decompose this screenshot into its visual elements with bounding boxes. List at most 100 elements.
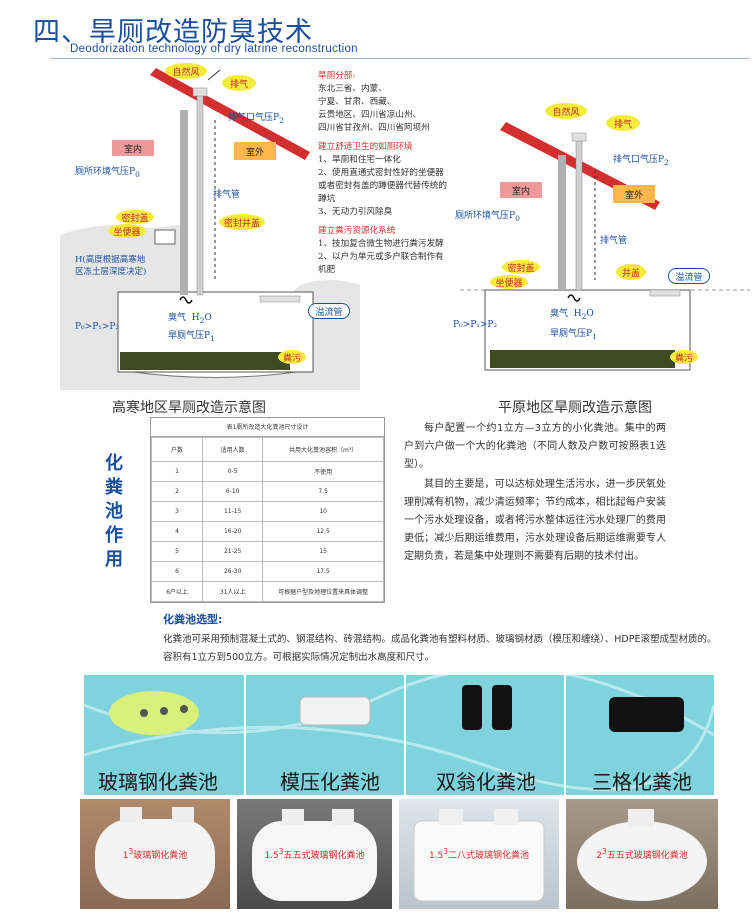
cold-region-diagram-art: [60, 68, 360, 390]
table-cell: 11-15: [202, 501, 264, 522]
distribution-title: 旱厕分部:: [318, 71, 356, 81]
table-cell: 不使用: [262, 461, 384, 482]
odor-label: 臭气 H2O: [550, 306, 594, 321]
table-cell: 2: [150, 481, 204, 502]
table-cell: 16-20: [202, 521, 264, 542]
pressure-relation-label: P₀>P₁>P₂: [75, 322, 120, 332]
table-cell: 15: [262, 541, 384, 562]
toilet-pressure-label: 厕所环境气压P0: [75, 164, 140, 179]
toilet-pressure-sub: 0: [135, 169, 140, 179]
cold-region-diagram: 自然风 排气 排气口气压P2 室内 室外 厕所环境气压P0 排气管 密封盖 坐便…: [60, 60, 360, 390]
env-line: 2、使用直通式密封性好的坐便器: [318, 168, 444, 178]
table-cell: 17.5: [262, 561, 384, 582]
outdoor-box: 室外: [613, 185, 655, 203]
exhaust-pipe-label: 排气管: [213, 190, 241, 200]
page-subtitle: Deodorization technology of dry latrine …: [70, 43, 358, 55]
table-cell: 6-10: [202, 481, 264, 502]
vertical-title-char: 作: [105, 525, 123, 546]
toilet-seat-label: 坐便器: [108, 224, 146, 238]
table-cell: 7.5: [262, 481, 384, 502]
pressure-relation-label: P₀>P₁>P₂: [453, 320, 498, 330]
natural-wind-label: 自然风: [165, 63, 207, 79]
photo-tank-3-art: [413, 809, 545, 902]
photo-label: 13玻璃钢化粪池: [80, 847, 230, 861]
h2o-tail: O: [204, 313, 212, 323]
h2o-sub: 2: [199, 315, 205, 325]
photo-tank-2-art: [252, 809, 377, 901]
intro-paragraph: 每户配置一个约1立方—3立方的小化粪池。集中的两户到六户做一个大的化粪池（不同人…: [404, 423, 666, 470]
selection-body: 化粪池可采用预制混凝土式的、钢混结构、砖混结构。成品化粪池有塑料材质、玻璃钢材质…: [163, 634, 717, 663]
overflow-pipe-label: 溢流管: [668, 268, 710, 284]
plain-region-diagram: 自然风 排气 排气口气压P2 室内 室外 厕所环境气压P0 排气管 密封盖 坐便…: [450, 100, 750, 390]
latrine-pressure-label: 旱厕气压P1: [550, 326, 597, 341]
indoor-box: 室内: [500, 182, 542, 198]
table-cell: 26-30: [202, 561, 264, 582]
photo-num: 1: [122, 851, 129, 861]
photo-tank-3: 1.53二八式玻璃钢化粪池: [399, 799, 559, 909]
table-header: 适用人数: [202, 437, 264, 462]
photo-text: 玻璃钢化粪池: [133, 851, 188, 861]
table-cell: 6: [150, 561, 204, 582]
latrine-pressure-label: 旱厕气压P1: [168, 328, 215, 343]
eco-line: 机肥: [318, 265, 336, 275]
indoor-box: 室内: [112, 140, 154, 156]
table-cell: 21-25: [202, 541, 264, 562]
frost-note-line-2: 区冻土层深度决定): [75, 267, 147, 277]
table-header: 共用大化粪池容积（m³）: [262, 437, 384, 462]
h2o-sub: 2: [581, 311, 587, 321]
env-line: 蹲坑: [318, 194, 336, 204]
photo-tank-4-art: [577, 809, 707, 901]
exhaust-pressure-sub: 2: [664, 157, 669, 167]
odor-text: 臭气: [168, 313, 187, 323]
eco-line: 2、以户为单元或多户联合制作有: [318, 252, 444, 262]
photo-sup: 3: [278, 847, 284, 856]
photo-sup: 3: [443, 847, 449, 856]
table-cell: 0-5: [202, 461, 264, 482]
h2o-text: H: [191, 313, 200, 323]
cold-region-caption: 高寒地区旱厕改造示意图: [112, 400, 266, 416]
h2o-tail: O: [586, 309, 594, 319]
table-cell: 10: [262, 501, 384, 522]
odor-label: 臭气 H2O: [168, 310, 212, 325]
exhaust-pressure-label: 排气口气压P2: [613, 152, 669, 167]
photo-num: 2: [596, 851, 602, 861]
seal-cover-label: 密封盖: [116, 210, 154, 224]
toilet-pressure-text: 厕所环境气压P: [75, 167, 136, 177]
selection-title: 化粪池选型:: [163, 613, 223, 626]
exhaust-pipe-label: 排气管: [600, 236, 628, 246]
table-cell: 4: [150, 521, 204, 542]
photo-tank-1-art: [95, 807, 215, 899]
photo-label: 1.53五五式玻璃钢化粪池: [237, 847, 392, 861]
vertical-title-char: 用: [105, 549, 123, 570]
eco-title: 建立粪污资源化系统: [318, 226, 396, 236]
table-cell: 3: [150, 501, 204, 522]
photo-tank-2: 1.53五五式玻璃钢化粪池: [237, 799, 392, 909]
toilet-pressure-sub: 0: [515, 213, 520, 223]
h2o-text: H: [573, 309, 582, 319]
overflow-pipe-label: 溢流管: [308, 303, 350, 319]
purpose-paragraph: 其目的主要是，可以达标处理生活污水，进一步厌氧处理削减有机物，减少清运频率；节约…: [404, 479, 666, 562]
gallery-label-three-compartment: 三格化粪池: [592, 770, 692, 794]
table-cell: 5: [150, 541, 204, 562]
table-cell: 12.5: [262, 521, 384, 542]
outdoor-box: 室外: [234, 142, 276, 160]
gallery-label-double-urn: 双翁化粪池: [436, 770, 536, 794]
photo-tank-4: 23五五式玻璃钢化粪池: [566, 799, 718, 909]
vertical-title-char: 池: [105, 501, 123, 522]
env-title: 建立舒适卫生的如厕环境: [318, 142, 413, 152]
tank-types-art: [84, 675, 714, 795]
exhaust-pressure-text: 排气口气压P: [613, 155, 665, 165]
photo-sup: 3: [128, 847, 134, 856]
distribution-line: 宁夏、甘肃、西藏、: [318, 97, 396, 107]
photo-num: 1.5: [264, 851, 279, 861]
exhaust-label: 排气: [606, 115, 640, 131]
distribution-line: 四川省甘孜州、四川省阿坝州: [318, 123, 430, 133]
vertical-title-char: 化: [105, 453, 123, 474]
plain-region-caption: 平原地区旱厕改造示意图: [498, 400, 652, 416]
exhaust-label: 排气: [222, 75, 256, 91]
